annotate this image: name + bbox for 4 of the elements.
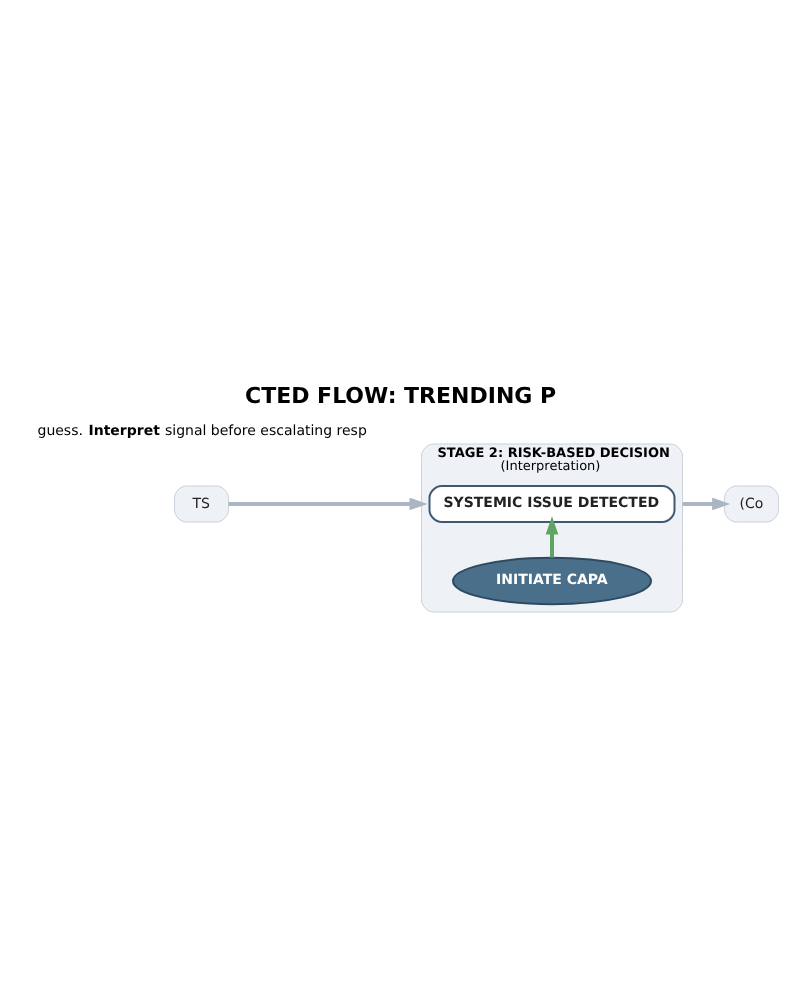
arrow	[544, 515, 558, 557]
diagram-title: CTED FLOW: TRENDING P	[244, 381, 556, 408]
arrow	[227, 496, 427, 510]
arrow	[681, 496, 730, 510]
